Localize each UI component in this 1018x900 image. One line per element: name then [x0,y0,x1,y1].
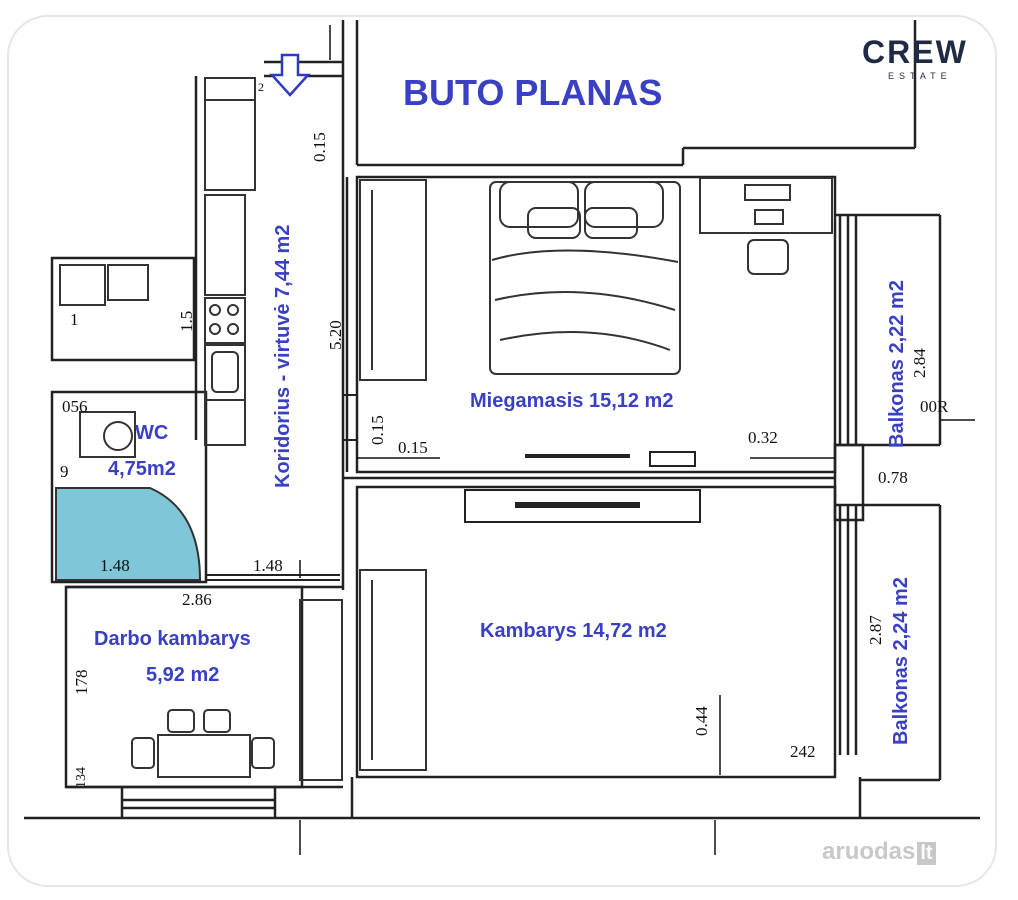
room-label-bedroom: Miegamasis 15,12 m2 [470,390,674,412]
room-label-room: Kambarys 14,72 m2 [480,620,667,642]
room-label-wc-name: WC [135,422,169,444]
brand-tagline: ESTATE [888,71,952,81]
dim-label: 178 [72,669,91,696]
dim-label: 056 [62,397,88,416]
dim-label: 1.48 [253,556,283,575]
dim-label: 2.86 [182,590,212,609]
dim-label: 242 [790,742,816,761]
watermark-text: aruodas [822,838,916,865]
room-label-balcony-bottom: Balkonas 2,24 m2 [890,577,912,745]
bathtub [55,487,202,581]
room-label-office-name: Darbo kambarys [94,628,251,650]
dim-label: 1.48 [100,556,130,575]
dim-label: 2.84 [910,348,929,378]
wc-fixtures [59,264,149,458]
dim-label: 5.20 [326,320,345,350]
dim-label: 0.15 [368,415,387,445]
dim-label: 0.32 [748,428,778,447]
dim-label: 1 [70,310,79,329]
walls [24,20,980,820]
page-title: BUTO PLANAS [403,72,663,113]
dim-label: 134 [74,767,89,788]
dim-label: 9 [60,462,69,481]
room-label-office-area: 5,92 m2 [146,664,220,686]
dim-label: 0.15 [398,438,428,457]
dim-label: 0.78 [878,468,908,487]
frame [7,15,997,887]
watermark-suffix: lt [917,842,936,865]
dim-label: 0.44 [692,706,711,736]
dimension-lines [299,25,975,855]
dim-label: 1.5 [177,310,196,332]
tv-units [464,451,701,523]
bed [489,181,681,375]
dim-label: 2.87 [866,615,885,645]
office-table [131,709,275,778]
dim-label: 2 [258,80,264,94]
dim-label: 00R [920,397,949,416]
doors [205,394,357,581]
wardrobes [299,179,427,781]
kitchen-cabinets [204,77,256,446]
desk [699,177,833,275]
entrance-arrow-icon [269,53,311,97]
dim-label: 0.15 [310,132,329,162]
room-label-balcony-top: Balkonas 2,22 m2 [886,280,908,448]
room-label-corridor: Koridorius - virtuvė 7,44 m2 [272,224,294,488]
brand-logo: CREW ESTATE [862,34,968,81]
brand-name: CREW [862,34,968,70]
room-label-wc-area: 4,75m2 [108,458,176,480]
